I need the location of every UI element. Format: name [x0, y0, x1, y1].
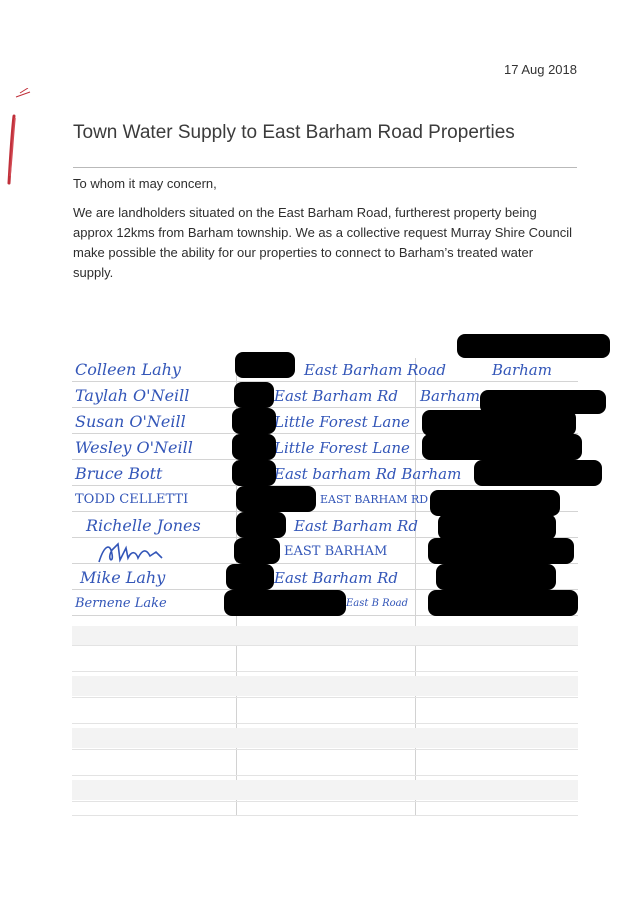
redaction-block: [235, 352, 295, 378]
redaction-block: [232, 460, 276, 486]
blank-row: [72, 626, 578, 646]
redaction-block: [236, 486, 316, 512]
signature-row: Wesley O'Neill Little Forest Lane: [72, 436, 578, 460]
blank-row: [72, 676, 578, 696]
signature-row: Richelle Jones East Barham Rd: [72, 514, 578, 538]
signatory-road: Little Forest Lane: [274, 439, 410, 457]
letter-title: Town Water Supply to East Barham Road Pr…: [73, 122, 515, 143]
blank-row: [72, 728, 578, 748]
blank-row: [72, 726, 578, 750]
signatory-name: Bernene Lake: [75, 596, 167, 611]
letter-body: We are landholders situated on the East …: [73, 205, 573, 280]
blank-row: [72, 700, 578, 724]
signatory-road: East barham Rd Barham: [274, 465, 462, 483]
signatory-town: Barham: [492, 361, 552, 379]
redaction-block: [422, 434, 582, 460]
signatory-name: TODD CELLETTI: [75, 492, 189, 507]
redaction-block: [226, 564, 274, 590]
signatory-name: Richelle Jones: [86, 516, 201, 535]
redaction-block: [236, 512, 286, 538]
signatory-road: East Barham Rd: [294, 517, 419, 535]
redaction-block: [428, 538, 574, 564]
signatory-road: Little Forest Lane: [274, 413, 410, 431]
signature-row: Susan O'Neill Little Forest Lane: [72, 410, 578, 434]
signatory-road: East Barham Rd: [274, 569, 399, 587]
blank-row: [72, 622, 578, 646]
signature-row: Bruce Bott East barham Rd Barham: [72, 462, 578, 486]
signature-row: Colleen Lahy East Barham Road Barham: [72, 358, 578, 382]
blank-row: [72, 752, 578, 776]
signatory-name: Taylah O'Neill: [75, 386, 190, 405]
redaction-block: [234, 382, 274, 408]
redaction-block: [234, 538, 280, 564]
blank-row: [72, 792, 578, 816]
redaction-block: [232, 408, 276, 434]
blank-row: [72, 778, 578, 802]
signatory-town: Barham: [420, 387, 480, 405]
letter-date: 17 Aug 2018: [503, 62, 577, 77]
salutation: To whom it may concern,: [73, 176, 217, 191]
title-divider: [73, 167, 577, 168]
blank-row: [72, 674, 578, 698]
redaction-block: [428, 590, 578, 616]
signatory-road: EAST BARHAM RD: [320, 493, 429, 506]
redaction-block: [232, 434, 276, 460]
blank-row: [72, 648, 578, 672]
redaction-block: [457, 334, 610, 358]
handwritten-signature: [98, 542, 163, 563]
signatory-name: Wesley O'Neill: [75, 438, 193, 457]
signatory-road: EAST BARHAM: [284, 544, 388, 559]
column-divider: [415, 358, 416, 816]
redaction-block: [430, 490, 560, 516]
blank-row: [72, 780, 578, 800]
signatory-road: East B Road: [346, 598, 409, 609]
redaction-block: [422, 410, 576, 436]
signature-row: EAST BARHAM: [72, 540, 578, 564]
redaction-block: [224, 590, 346, 616]
signatory-name: Bruce Bott: [75, 464, 163, 483]
signature-row: TODD CELLETTI EAST BARHAM RD: [72, 488, 578, 512]
pen-mark: [7, 88, 31, 185]
signatory-road: East Barham Rd: [274, 387, 399, 405]
signatory-road: East Barham Road: [304, 361, 446, 379]
signature-row: Mike Lahy East Barham Rd: [72, 566, 578, 590]
signatory-name: Colleen Lahy: [75, 360, 181, 379]
signatory-name: Susan O'Neill: [75, 412, 186, 431]
signatory-name: Mike Lahy: [80, 568, 166, 587]
redaction-block: [436, 564, 556, 590]
redaction-block: [438, 514, 556, 540]
redaction-block: [474, 460, 602, 486]
signature-row: Taylah O'Neill East Barham Rd Barham: [72, 384, 578, 408]
signature-table: Colleen Lahy East Barham Road Barham Tay…: [72, 334, 610, 816]
